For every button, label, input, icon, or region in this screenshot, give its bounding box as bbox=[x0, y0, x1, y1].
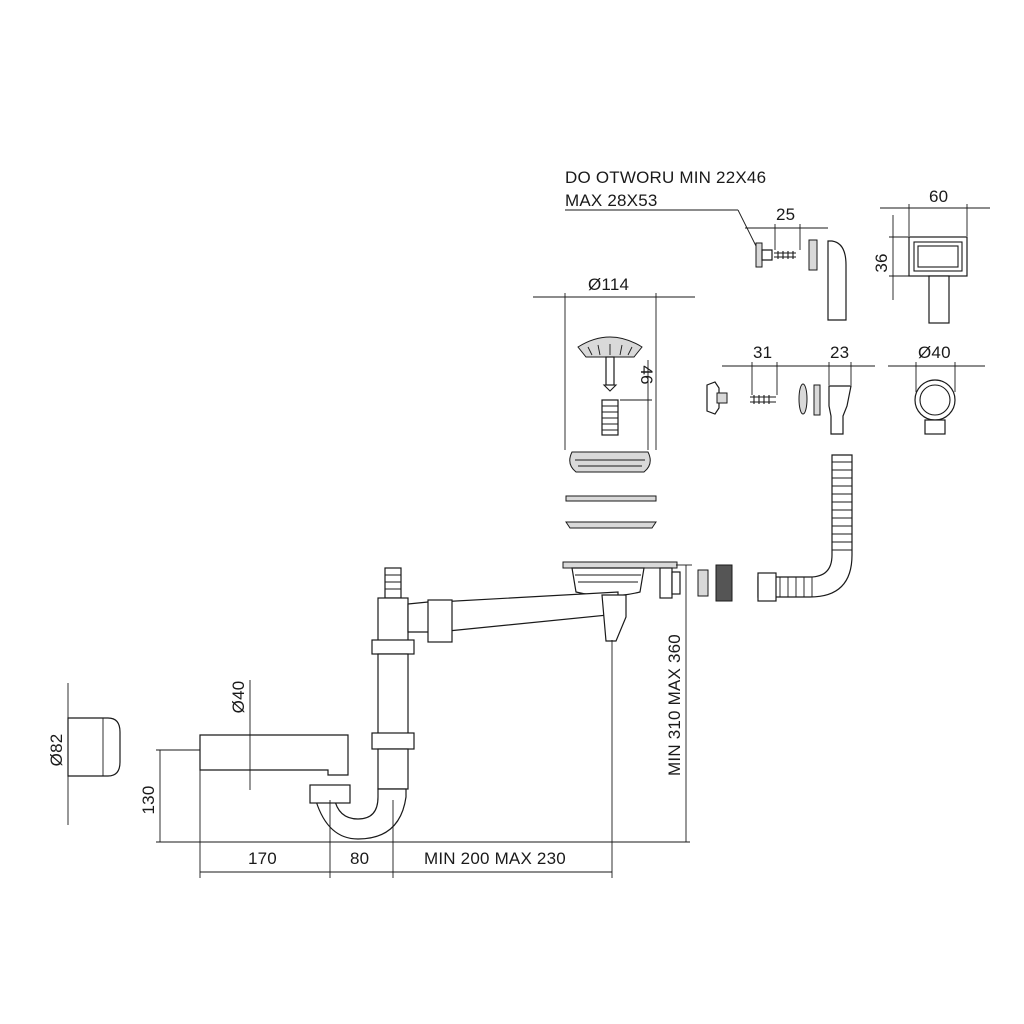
overflow-body-side bbox=[828, 385, 852, 435]
siphon-assembly bbox=[67, 567, 627, 840]
hose-corrugation bbox=[779, 461, 852, 597]
overflow-body-front-inner bbox=[919, 384, 951, 416]
hole-note-line2: MAX 28X53 bbox=[565, 191, 658, 210]
dim-60-label: 60 bbox=[929, 187, 948, 206]
dim-80-label: 80 bbox=[350, 849, 369, 868]
gasket-lower bbox=[565, 521, 657, 529]
hole-note-line1: DO OTWORU MIN 22X46 bbox=[565, 168, 766, 187]
overflow-gasket bbox=[813, 384, 821, 416]
strainer-plunger bbox=[601, 399, 619, 436]
overflow-kit-group: DO OTWORU MIN 22X46 MAX 28X53 25 60 36 3… bbox=[565, 168, 990, 602]
overflow-body-front bbox=[914, 379, 956, 421]
basket-strainer-group: Ø114 46 bbox=[533, 275, 695, 599]
strainer-outlet-stub bbox=[671, 571, 681, 595]
strainer-bowl-lines bbox=[575, 574, 641, 583]
rosette-82 bbox=[67, 717, 121, 777]
overflow-cap bbox=[706, 381, 720, 415]
spigot-ribs bbox=[385, 574, 401, 590]
dim-min310max360-label: MIN 310 MAX 360 bbox=[665, 634, 684, 776]
hose-washer bbox=[697, 569, 709, 597]
strainer-stem bbox=[605, 356, 615, 386]
strainer-body bbox=[569, 451, 651, 473]
arm-elbow bbox=[601, 594, 627, 642]
overflow-washer bbox=[798, 383, 808, 415]
strainer-flange bbox=[562, 561, 678, 569]
overflow-screw-2 bbox=[750, 395, 776, 404]
dim-23-label: 23 bbox=[830, 343, 849, 362]
dim-130-label: 130 bbox=[139, 786, 158, 815]
riser-pipe bbox=[377, 653, 409, 735]
overflow-cap-insert bbox=[716, 392, 728, 404]
hose-nut bbox=[715, 564, 733, 602]
overflow-bend-pipe bbox=[827, 240, 847, 321]
strainer-stem-tip bbox=[602, 384, 618, 392]
gasket-upper bbox=[565, 495, 657, 502]
strainer-plunger-thread bbox=[602, 405, 618, 431]
dim-25-label: 25 bbox=[776, 205, 795, 224]
dim-min200max230-label: MIN 200 MAX 230 bbox=[424, 849, 566, 868]
overflow-plate bbox=[808, 239, 818, 271]
dim-d82-label: Ø82 bbox=[47, 734, 66, 767]
overflow-body-front-stub bbox=[924, 419, 946, 435]
hole-note-leader-diag bbox=[737, 209, 759, 251]
outlet-pipe bbox=[199, 734, 349, 776]
riser-nut-upper bbox=[371, 639, 415, 655]
dim-d114-label: Ø114 bbox=[588, 275, 629, 294]
overflow-clip-neck bbox=[761, 249, 773, 261]
riser-upper bbox=[377, 597, 409, 644]
dim-d40-top-label: Ø40 bbox=[918, 343, 951, 362]
overflow-front-pipe bbox=[928, 275, 950, 324]
strainer-cap-ribs bbox=[587, 344, 633, 356]
overflow-front-frame bbox=[908, 236, 968, 277]
dim-31-label: 31 bbox=[753, 343, 772, 362]
appliance-inlet-spigot bbox=[384, 567, 402, 599]
riser-nut-lower bbox=[371, 732, 415, 750]
overflow-clip bbox=[755, 242, 763, 268]
overflow-screw bbox=[774, 251, 796, 259]
dim-d40-side-label: Ø40 bbox=[229, 681, 248, 714]
riser-lower bbox=[377, 748, 409, 790]
dim-170-label: 170 bbox=[248, 849, 277, 868]
hose-end-fitting bbox=[757, 572, 777, 602]
dim-46-label: 46 bbox=[637, 365, 656, 384]
strainer-body-lines bbox=[575, 459, 645, 467]
overflow-front-inner bbox=[913, 241, 963, 272]
dimension-set: Ø40 Ø82 130 170 80 MIN 200 MAX 230 MIN 3… bbox=[47, 564, 692, 878]
dim-36-label: 36 bbox=[872, 253, 891, 272]
arm-coupling bbox=[427, 599, 453, 643]
strainer-outlet-nut bbox=[659, 567, 673, 599]
overflow-front-slot bbox=[917, 245, 959, 268]
